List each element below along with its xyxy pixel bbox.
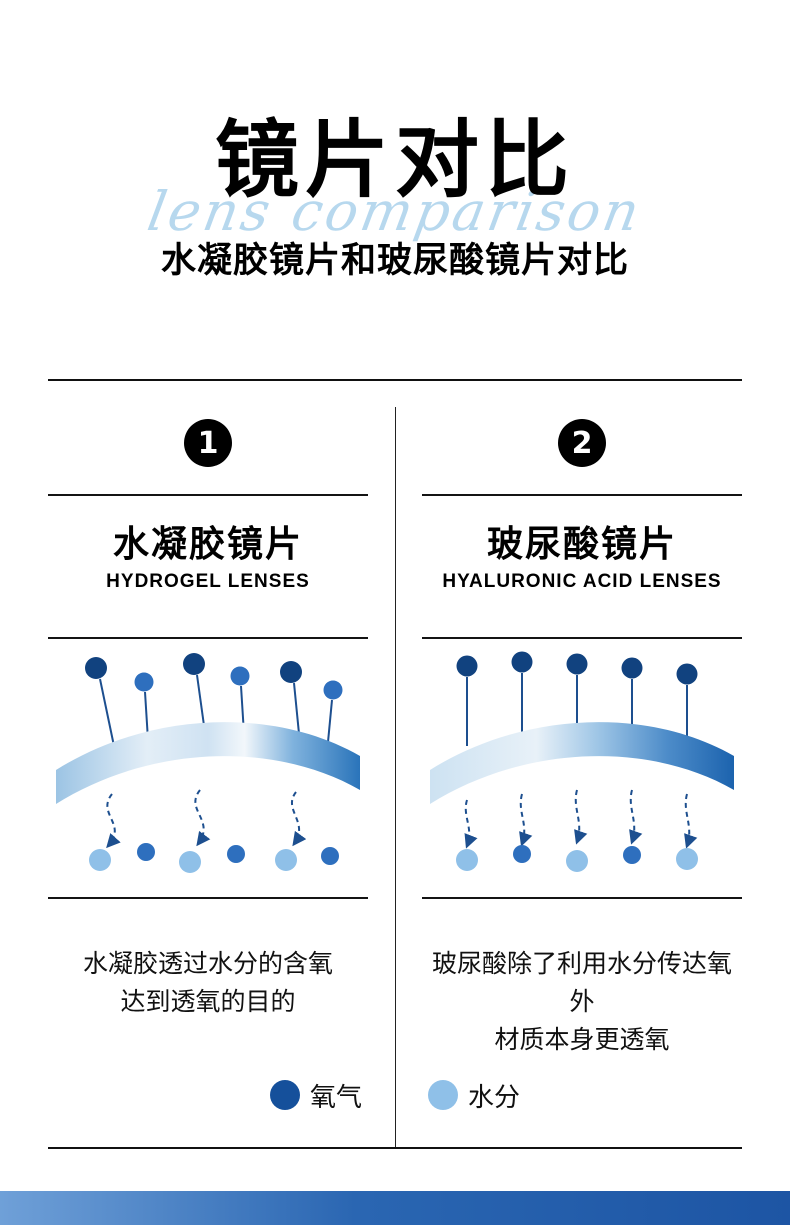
top-divider	[48, 379, 742, 381]
comparison-area: 1 水凝胶镜片 HYDROGEL LENSES	[0, 405, 790, 1147]
column-title: 玻尿酸镜片	[486, 523, 677, 564]
bottom-divider	[48, 1147, 742, 1149]
column-subtitle-en: HYALURONIC ACID LENSES	[442, 571, 722, 592]
rule	[422, 494, 742, 496]
legend-moisture: 水分	[422, 1079, 742, 1112]
rule	[48, 637, 368, 639]
description-line: 材质本身更透氧	[494, 1026, 670, 1054]
legend-oxygen: 氧气	[48, 1079, 368, 1112]
oxygen-dot-icon	[269, 1080, 300, 1110]
description-line: 玻尿酸除了利用水分传达氧外	[431, 950, 732, 1016]
moisture-dot-icon	[428, 1080, 458, 1110]
vertical-divider	[395, 407, 396, 1147]
column-subtitle-en: HYDROGEL LENSES	[106, 571, 310, 592]
number-badge-2: 2	[558, 419, 606, 467]
description-line: 达到透氧的目的	[120, 988, 296, 1016]
column-hydrogel: 1 水凝胶镜片 HYDROGEL LENSES	[0, 405, 395, 1147]
hyaluronic-lens-diagram-svg	[430, 651, 734, 872]
rule	[48, 897, 368, 899]
rule	[48, 494, 368, 496]
legend-label: 水分	[468, 1081, 521, 1112]
column-hyaluronic: 2 玻尿酸镜片 HYALURONIC ACID LENSES	[395, 405, 790, 1147]
page-subtitle: 水凝胶镜片和玻尿酸镜片对比	[160, 241, 629, 280]
column-description: 水凝胶透过水分的含氧 达到透氧的目的	[83, 945, 333, 1021]
page-title: 镜片对比	[214, 113, 575, 207]
hydrogel-lens-diagram	[48, 639, 368, 897]
rule	[422, 637, 742, 639]
header: lens comparison 镜片对比 水凝胶镜片和玻尿酸镜片对比	[0, 0, 790, 283]
column-description: 玻尿酸除了利用水分传达氧外 材质本身更透氧	[422, 945, 742, 1054]
rule	[422, 897, 742, 899]
badge-number: 2	[571, 425, 593, 461]
description-line: 水凝胶透过水分的含氧	[82, 950, 333, 978]
column-title: 水凝胶镜片	[112, 523, 303, 564]
hydrogel-lens-diagram-svg	[56, 653, 360, 873]
hyaluronic-lens-diagram	[422, 639, 742, 897]
legend-label: 氧气	[309, 1081, 362, 1112]
number-badge-1: 1	[184, 419, 232, 467]
footer-accent-bar	[0, 1191, 790, 1225]
badge-number: 1	[197, 425, 219, 461]
